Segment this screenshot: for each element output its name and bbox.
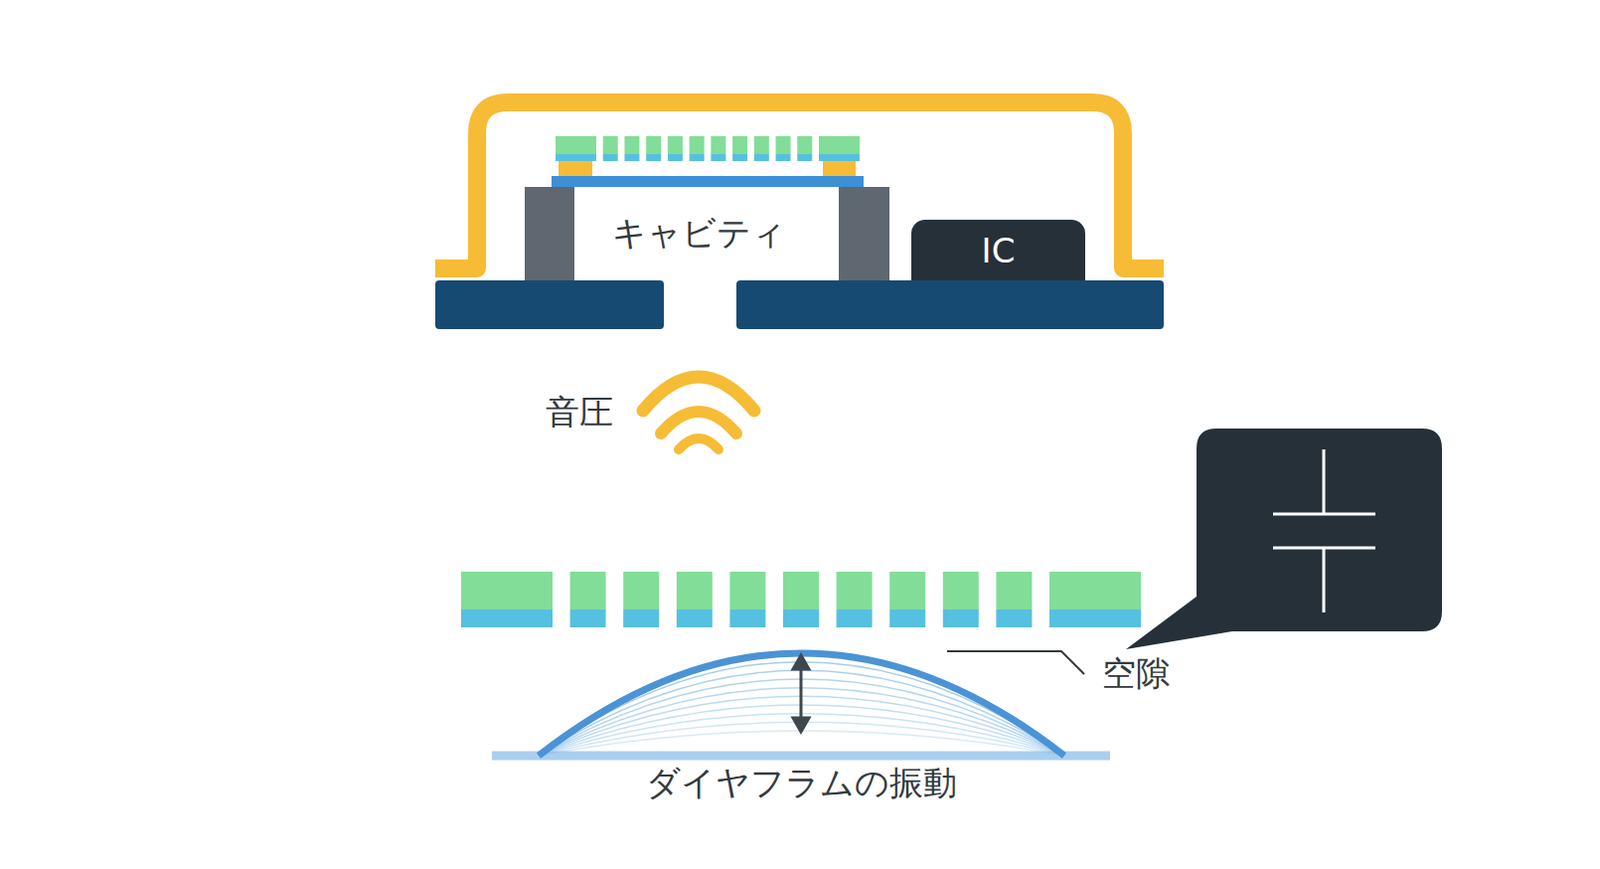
diaphragm-base — [491, 751, 1111, 761]
backplate-segment — [689, 136, 705, 155]
callout-bubble — [1125, 428, 1442, 649]
diaphragm-label: ダイヤフラムの振動 — [645, 762, 958, 803]
backplate-segment — [889, 609, 926, 628]
backplate-segment — [995, 571, 1032, 610]
substrate — [736, 280, 1164, 329]
backplate-segment — [729, 609, 766, 628]
backplate-segment — [783, 571, 819, 610]
backplate-segment — [667, 136, 683, 155]
gap-label: 空隙 — [1102, 652, 1170, 694]
cavity-label: キャビティ — [612, 212, 787, 254]
backplate-segment — [461, 609, 553, 628]
backplate-segment — [570, 571, 607, 610]
leader-line — [947, 650, 1085, 674]
backplate-segment — [783, 609, 819, 628]
backplate-segment — [797, 136, 812, 155]
backplate-segment — [776, 154, 792, 161]
backplate-segment — [623, 571, 659, 610]
backplate-segment — [818, 154, 860, 161]
backplate-segment — [570, 609, 607, 628]
capacitor-symbol — [1273, 449, 1376, 613]
backplate-segment — [624, 136, 640, 155]
backplate-segment — [676, 609, 713, 628]
backplate-segment — [836, 609, 873, 628]
backplate-segment — [889, 571, 926, 610]
backplate-segment — [1049, 571, 1141, 610]
backplate-segment — [710, 154, 726, 161]
diaphragm-curve — [538, 661, 1065, 756]
ic-text: IC — [981, 230, 1016, 271]
backplate-segment — [676, 571, 713, 610]
backplate-segment — [710, 136, 726, 155]
sound-waves — [642, 376, 755, 450]
backplate-segment — [623, 609, 659, 628]
backplate-segment — [461, 571, 553, 610]
backplate-segment — [818, 136, 860, 155]
backplate-segment — [729, 571, 766, 610]
backplate-segment — [732, 154, 748, 161]
backplate-segment — [995, 609, 1032, 628]
backplate-segment — [624, 154, 640, 161]
backplate-segment — [603, 136, 619, 155]
backplate-segment — [645, 136, 661, 155]
backplate-segment — [732, 136, 748, 155]
backplate-segment — [667, 154, 683, 161]
diaphragm-curve — [538, 713, 1065, 756]
backplate-segment — [776, 136, 792, 155]
pillar — [524, 186, 575, 281]
backplate-segment — [754, 154, 770, 161]
backplate-segment — [943, 609, 979, 628]
backplate-segment — [555, 136, 597, 155]
spacer — [558, 160, 593, 176]
backplate-segment — [603, 154, 619, 161]
pillar — [838, 186, 890, 281]
diaphragm-vibration — [538, 652, 1065, 756]
backplate-enlarged — [461, 571, 1141, 628]
substrate — [435, 280, 664, 329]
backplate-segment — [645, 154, 661, 161]
backplate-segment — [754, 136, 770, 155]
backplate — [555, 136, 860, 161]
ic-chip: IC — [911, 219, 1086, 281]
backplate-segment — [836, 571, 873, 610]
backplate-segment — [943, 571, 979, 610]
backplate-segment — [1049, 609, 1141, 628]
diaphragm-curve — [538, 652, 1065, 756]
diaphragm — [551, 175, 864, 187]
backplate-segment — [689, 154, 705, 161]
spacer — [822, 160, 856, 176]
sound-pressure-label: 音圧 — [545, 391, 614, 433]
backplate-segment — [555, 154, 597, 161]
backplate-segment — [797, 154, 812, 161]
gap-arrow — [793, 654, 809, 732]
